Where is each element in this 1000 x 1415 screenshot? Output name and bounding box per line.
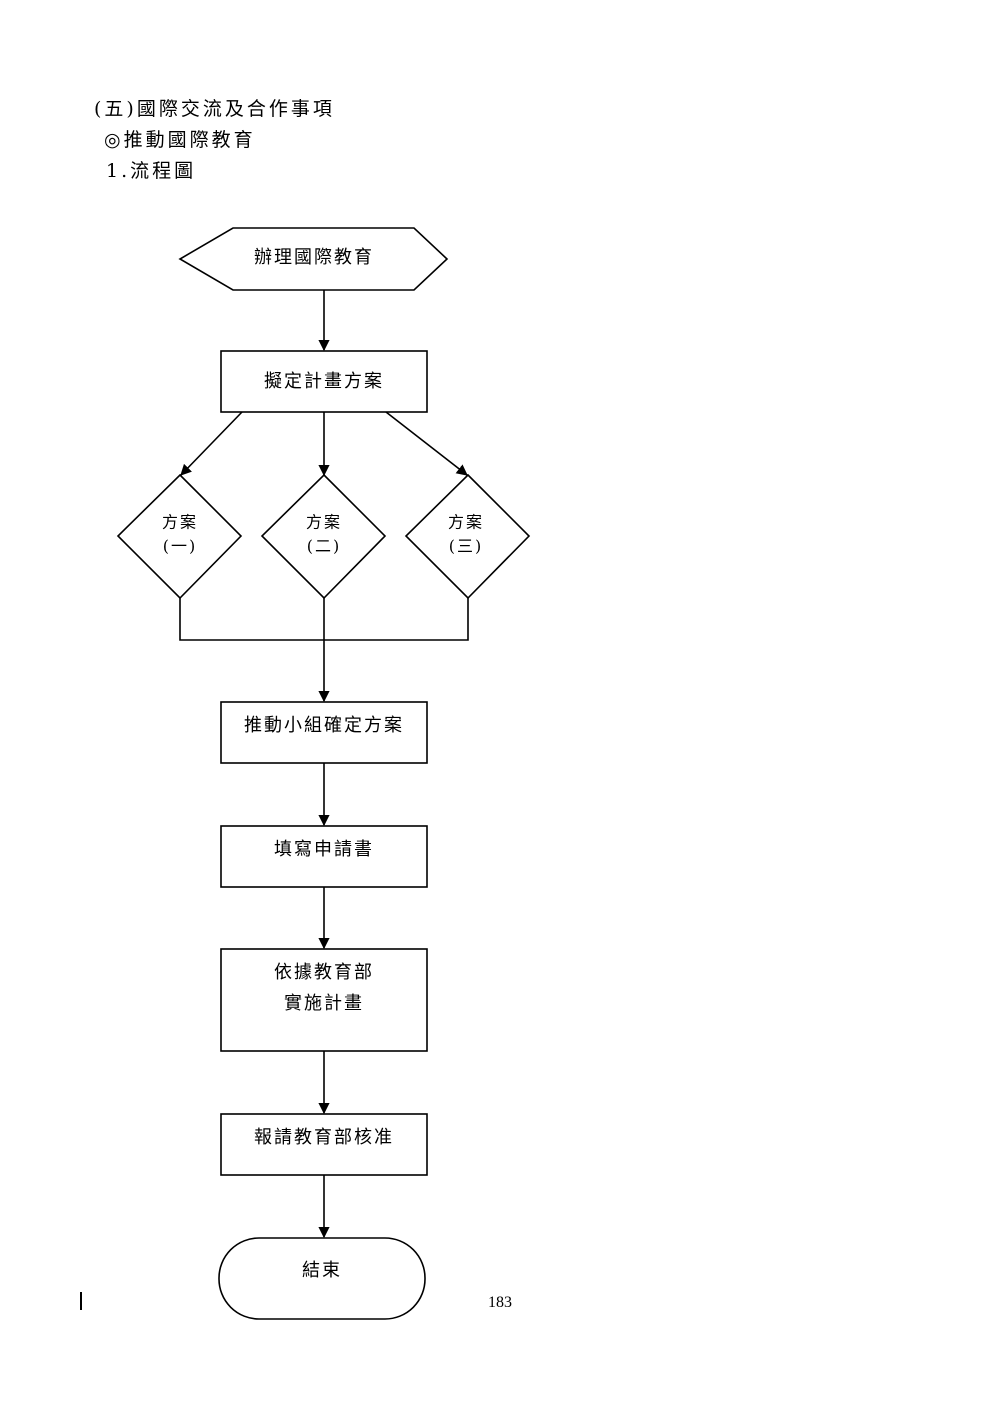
- step3-node: 填寫申請書: [220, 825, 428, 888]
- arrow-step1-to-option3: [385, 411, 468, 476]
- option3-label-line1: 方案: [448, 513, 484, 532]
- option1-label-line2: (一): [163, 537, 198, 556]
- subsection-heading: ◎推動國際教育: [104, 129, 256, 151]
- option2-label-line1: 方案: [306, 513, 342, 532]
- step5-node: 報請教育部核准: [220, 1113, 428, 1176]
- connectors: [179, 290, 469, 1239]
- start-label: 辦理國際教育: [254, 247, 374, 268]
- option3-node: 方案 (三): [404, 473, 531, 600]
- start-node: 辦理國際教育: [178, 227, 449, 291]
- end-label: 結束: [302, 1260, 342, 1281]
- option3-label-line2: (三): [449, 537, 484, 556]
- arrow-step1-to-option1: [180, 411, 243, 476]
- step3-label: 填寫申請書: [274, 839, 374, 860]
- page-number: 183: [488, 1294, 512, 1311]
- step5-label: 報請教育部核准: [254, 1127, 394, 1148]
- item-heading: 1.流程圖: [106, 160, 197, 182]
- option2-label-line2: (二): [307, 537, 342, 556]
- option1-label-line1: 方案: [162, 513, 198, 532]
- margin-change-bar: [80, 1292, 82, 1310]
- section-heading: (五)國際交流及合作事項: [94, 98, 335, 120]
- step4-label-line1: 依據教育部: [274, 962, 374, 983]
- step1-label: 擬定計畫方案: [264, 371, 384, 392]
- step4-node: 依據教育部 實施計畫: [220, 948, 428, 1052]
- option1-node: 方案 (一): [116, 473, 243, 600]
- step2-node: 推動小組確定方案: [220, 701, 428, 764]
- step2-label: 推動小組確定方案: [244, 715, 404, 736]
- end-node: 結束: [218, 1237, 426, 1320]
- step4-label-line2: 實施計畫: [284, 993, 364, 1014]
- option2-node: 方案 (二): [260, 473, 387, 600]
- step1-node: 擬定計畫方案: [220, 350, 428, 413]
